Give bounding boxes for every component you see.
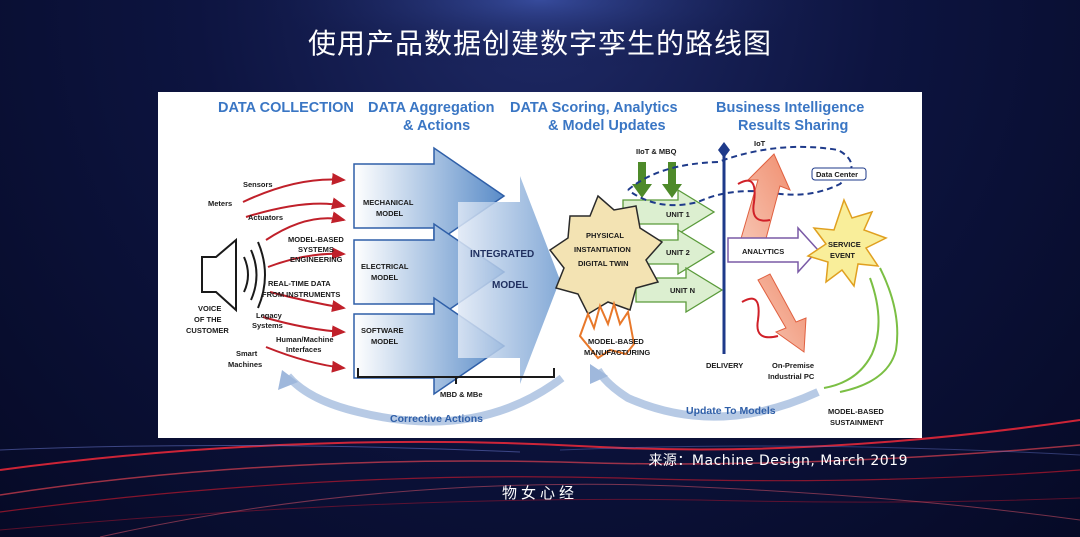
iiot-mbq-label: IIoT & MBQ [636,147,677,156]
source-smart-1: Smart [236,349,258,358]
speaker-icon [201,237,266,313]
source-arrows [242,172,346,373]
sustainment-arrow-1 [839,267,899,393]
mechanical-model-label-2: MODEL [376,209,404,218]
source-realtime-1: REAL-TIME DATA [268,279,331,288]
service-event-star [806,197,888,288]
electrical-model-label-1: ELECTRICAL [361,262,409,271]
page-title: 使用产品数据创建数字孪生的路线图 [307,27,772,60]
onprem-label-2: Industrial PC [768,372,815,381]
software-model-label-1: SOFTWARE [361,326,404,335]
source-mbse-2: SYSTEMS [298,245,334,254]
twin-label-1: PHYSICAL [586,231,624,240]
sustainment-arrow-2 [823,277,880,389]
data-center-box [811,167,867,181]
iiot-arrow-2 [662,162,682,198]
header-data-scoring-sub: & Model Updates [548,118,666,134]
unit-2-label: UNIT 2 [666,248,690,257]
unit-n-label: UNIT N [670,286,695,295]
update-models-arrowhead [590,364,608,384]
mechanical-model-label-1: MECHANICAL [363,198,414,207]
integrated-model-arrow [458,176,560,384]
source-sensors: Sensors [243,180,273,189]
twin-label-2: INSTANTIATION [574,245,631,254]
onprem-label-1: On-Premise [772,361,814,370]
manufacturing-flame [578,300,636,360]
delivery-label: DELIVERY [706,361,743,370]
mbm-label-1: MODEL-BASED [588,337,644,346]
source-note: 来源：Machine Design, March 2019 [648,453,908,469]
integrated-model-label-1: INTEGRATED [470,249,534,260]
iot-label: IoT [754,139,766,148]
source-actuators: Actuators [248,213,283,222]
analytics-arrow-up [739,153,791,247]
sustain-label-1: MODEL-BASED [828,407,884,416]
header-data-aggregation: DATA Aggregation [368,100,494,116]
footer-brand: 物女心经 [501,484,578,502]
sustain-label-2: SUSTAINMENT [830,418,884,427]
source-hmi-2: Interfaces [286,345,321,354]
analytics-arrow [727,226,820,274]
roadmap-diagram-panel: DATA COLLECTION DATA Aggregation & Actio… [158,92,922,438]
roadmap-diagram: DATA COLLECTION DATA Aggregation & Actio… [186,100,899,427]
header-data-scoring: DATA Scoring, Analytics [510,100,678,116]
source-legacy-1: Legacy [256,311,283,320]
update-models-arrow [594,367,820,421]
mbd-label: MBD & MBe [440,390,483,399]
delivery-pole-tip [718,142,730,158]
integrated-model-label-2: MODEL [492,280,528,291]
voice-label-3: CUSTOMER [186,326,229,335]
header-business-intelligence: Business Intelligence [716,100,864,116]
source-hmi-1: Human/Machine [276,335,334,344]
data-center-label: Data Center [816,170,858,179]
digital-twin-star [548,194,664,316]
source-smart-2: Machines [228,360,262,369]
mbm-label-2: MANUFACTURING [584,348,650,357]
iiot-arrow-1 [632,162,652,198]
service-label-2: EVENT [830,251,855,260]
source-legacy-2: Systems [252,321,283,330]
header-data-collection: DATA COLLECTION [218,100,354,116]
analytics-label: ANALYTICS [742,247,784,256]
corrective-actions-arrow [284,373,565,426]
voice-label-1: VOICE [198,304,221,313]
analytics-coil [737,179,779,339]
source-realtime-2: FROM INSTRUMENTS [262,290,340,299]
twin-label-3: DIGITAL TWIN [578,259,629,268]
iot-cloud [627,145,853,207]
update-models-label: Update To Models [686,405,776,417]
voice-label-2: OF THE [194,315,222,324]
software-model-label-2: MODEL [371,337,399,346]
unit-1-label: UNIT 1 [666,210,690,219]
source-mbse-1: MODEL-BASED [288,235,344,244]
analytics-arrow-down [757,273,807,353]
source-mbse-3: ENGINEERING [290,255,343,264]
corrective-actions-label: Corrective Actions [390,413,483,425]
service-label-1: SERVICE [828,240,861,249]
header-business-intelligence-sub: Results Sharing [738,118,848,134]
electrical-model-label-2: MODEL [371,273,399,282]
corrective-actions-arrowhead [278,370,298,390]
source-meters: Meters [208,199,232,208]
header-data-aggregation-sub: & Actions [403,118,470,134]
